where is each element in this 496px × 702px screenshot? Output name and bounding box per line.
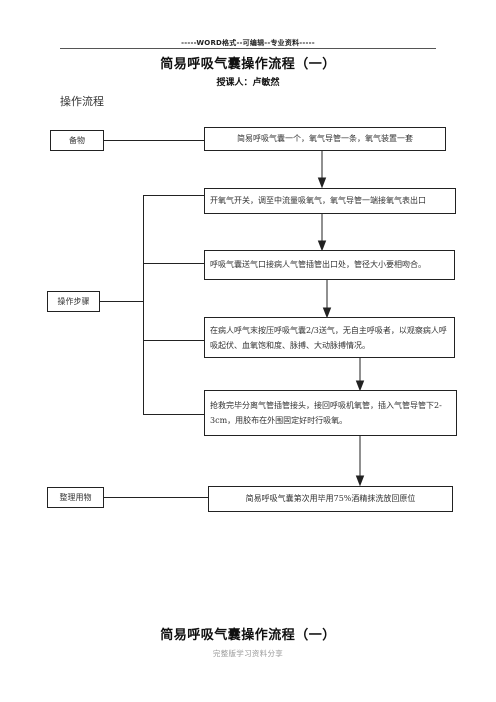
instructor-line: 授课人：卢敏然 [216, 78, 280, 88]
bracket-step3 [143, 340, 204, 341]
bracket-step2 [143, 263, 204, 264]
bracket-bottom [143, 414, 204, 415]
step-4-box: 抢救完毕分离气管插管接头，接回呼吸机氧管，插入气管导管下2-3cm，用胶布在外围… [204, 390, 457, 436]
label-steps: 操作步骤 [47, 291, 100, 312]
bracket-spine [143, 195, 144, 415]
bracket-top [143, 195, 204, 196]
page-title-repeat: 简易呼吸气囊操作流程（一） [160, 628, 336, 643]
connector-prep [103, 140, 204, 141]
page-title: 简易呼吸气囊操作流程（一） [160, 57, 336, 72]
prep-content-box: 简易呼吸气囊一个，氧气导管一条，氧气装置一套 [204, 127, 446, 151]
connector-tidy [104, 497, 208, 498]
step-2-box: 呼吸气囊送气口接病人气管插管出口处，管径大小要相吻合。 [204, 250, 455, 280]
page-header: -----WORD格式--可编辑--专业资料----- [181, 39, 315, 47]
step-3-box: 在病人呼气末按压呼吸气囊2/3送气，无自主呼吸者，以观察病人呼吸起伏、血氧饱和度… [204, 317, 455, 358]
tidy-content-box: 简易呼吸气囊第次用毕用75%酒精抹洗放回原位 [208, 486, 453, 512]
label-prep: 备物 [50, 130, 104, 151]
section-title: 操作流程 [60, 95, 104, 108]
step-1-box: 开氧气开关，调至中流量吸氧气，氧气导管一端接氧气表出口 [204, 188, 456, 214]
label-tidy: 整理用物 [47, 487, 104, 508]
header-divider [60, 48, 436, 49]
page-footer: 完整版学习资料分享 [212, 649, 284, 658]
connector-steps-label [100, 301, 143, 302]
